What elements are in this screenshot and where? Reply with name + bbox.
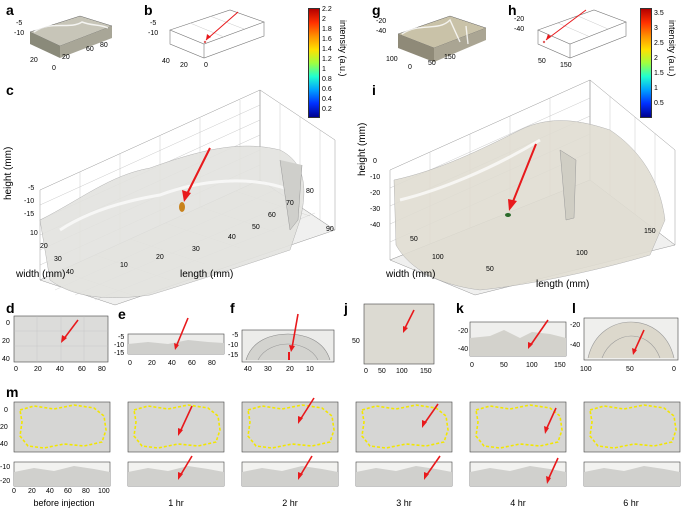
- panel-i-width-label: width (mm): [386, 269, 436, 280]
- panel-label-g: g: [372, 2, 381, 18]
- panel-m-2hr-side: [241, 455, 339, 487]
- panel-label-j: j: [344, 300, 348, 316]
- panel-c-3d-plot: [39, 89, 336, 306]
- panel-g-surface: [397, 15, 487, 62]
- panel-m-6hr-top: [583, 401, 681, 453]
- colorbar-left-label: intensity (a.u.): [338, 20, 348, 77]
- panel-label-k: k: [456, 300, 464, 316]
- panel-m-6hr-side: [583, 461, 681, 487]
- panel-label-f: f: [230, 300, 235, 316]
- panel-label-d: d: [6, 300, 15, 316]
- panel-m-3hr-top: [355, 401, 453, 453]
- panel-label-e: e: [118, 306, 126, 322]
- panel-b-wireframe: [169, 9, 265, 59]
- panel-a-surface: [29, 15, 113, 58]
- timepoint-label-2hr: 2 hr: [282, 498, 298, 508]
- timepoint-label-before-injection: before injection: [33, 498, 95, 508]
- panel-m-3hr-side: [355, 455, 453, 487]
- panel-m-4hr-side: [469, 457, 567, 487]
- panel-c-height-label: height (mm): [3, 146, 14, 200]
- timepoint-label-6hr: 6 hr: [623, 498, 639, 508]
- timepoint-label-3hr: 3 hr: [396, 498, 412, 508]
- panel-label-m: m: [6, 384, 19, 400]
- panel-label-b: b: [144, 2, 153, 18]
- panel-i-3d-plot: [389, 79, 676, 296]
- colorbar-left: [308, 8, 320, 118]
- panel-d-top-view: [13, 315, 109, 363]
- panel-f-front-view: [241, 313, 335, 363]
- timepoint-label-4hr: 4 hr: [510, 498, 526, 508]
- panel-m-4hr-top: [469, 401, 567, 453]
- panel-m-before-injection-top: [13, 401, 111, 453]
- panel-label-i: i: [372, 82, 376, 98]
- panel-m-before-injection-side: [13, 461, 111, 487]
- colorbar-right-label: intensity (a.u.): [667, 20, 677, 77]
- panel-l-front-view: [583, 317, 679, 361]
- panel-k-side-view: [469, 319, 567, 357]
- panel-m-1hr-top: [127, 401, 225, 453]
- panel-i-length-label: length (mm): [536, 279, 590, 290]
- panel-i-height-label: height (mm): [357, 122, 368, 176]
- panel-m-1hr-side: [127, 455, 225, 487]
- panel-label-h: h: [508, 2, 517, 18]
- panel-label-a: a: [6, 2, 14, 18]
- panel-j-top-view: [363, 303, 435, 365]
- panel-e-side-view: [127, 317, 225, 355]
- colorbar-right: [640, 8, 652, 118]
- panel-label-l: l: [572, 300, 576, 316]
- panel-label-c: c: [6, 82, 14, 98]
- panel-h-wireframe: [537, 9, 627, 59]
- panel-c-length-label: length (mm): [180, 269, 234, 280]
- panel-m-2hr-top: [241, 397, 339, 453]
- panel-c-width-label: width (mm): [16, 269, 66, 280]
- timepoint-label-1hr: 1 hr: [168, 498, 184, 508]
